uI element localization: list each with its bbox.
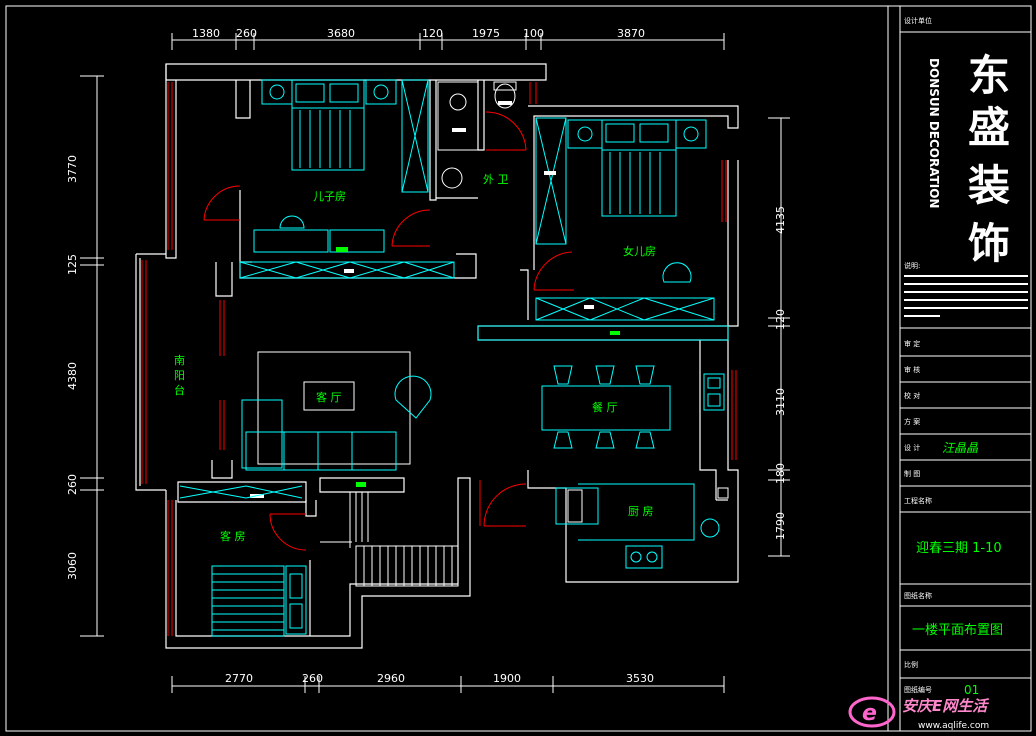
dim-right-5: 1790: [774, 512, 787, 540]
bathroom-fixtures: [437, 81, 517, 189]
brand-char-4: 饰: [968, 219, 1010, 268]
watermark-url: www.aqlife.com: [918, 721, 989, 731]
son-room-furniture: [239, 79, 455, 279]
tb-draw: 制 图: [904, 469, 920, 478]
left-dimension-line: [80, 75, 104, 637]
label-son-room: 儿子房: [313, 190, 346, 203]
bottom-dimension-line: [171, 676, 725, 693]
tb-number: 01: [964, 683, 979, 697]
tb-scale-label: 比例: [904, 660, 918, 669]
dim-top-3: 3680: [327, 27, 355, 40]
guest-room-furniture: [211, 565, 307, 637]
brand-english: DONSUN DECORATION: [927, 58, 941, 208]
tb-notes-lines: [904, 275, 1028, 317]
dim-right-3: 3110: [774, 388, 787, 416]
label-living-room: 客 厅: [316, 390, 342, 404]
dim-left-5: 3060: [66, 552, 79, 580]
label-kitchen: 厨 房: [628, 505, 654, 518]
brand-char-2: 盛: [968, 103, 1010, 152]
top-dimension-line: [171, 33, 725, 50]
tb-project-label: 工程名称: [904, 496, 932, 505]
dim-left-1: 3770: [66, 155, 79, 183]
dim-left-3: 4380: [66, 362, 79, 390]
label-dining-room: 餐 厅: [592, 400, 618, 414]
sofa: [241, 375, 432, 471]
daughter-wardrobe-tag: [544, 171, 556, 175]
drawing-frame: [5, 5, 1032, 732]
title-block: [887, 6, 1031, 731]
tb-audit: 审 核: [904, 365, 920, 374]
daughter-room-furniture: [477, 117, 729, 341]
living-cabinet-tag: [356, 482, 366, 487]
kitchen-furniture: [555, 483, 720, 569]
dim-right-1: 4135: [774, 206, 787, 234]
dim-bottom-5: 3530: [626, 672, 654, 685]
tb-drawing-label: 图纸名称: [904, 591, 932, 600]
label-balcony-1: 南: [174, 354, 185, 367]
son-room-cabinet-tag: [344, 269, 354, 273]
dim-top-4: 120: [422, 27, 443, 40]
tb-header: 设计单位: [904, 16, 932, 25]
tb-number-label: 图纸编号: [904, 685, 932, 694]
dim-bottom-2: 260: [302, 672, 323, 685]
label-daughter-room: 女儿房: [623, 244, 656, 258]
dim-top-1: 1380: [192, 27, 220, 40]
watermark-text: 安庆E网生活: [902, 697, 990, 715]
dim-right-4: 180: [774, 463, 787, 484]
right-dimension-line: [768, 117, 790, 557]
dim-top-7: 3870: [617, 27, 645, 40]
dim-top-2: 260: [236, 27, 257, 40]
watermark-logo: e: [848, 696, 896, 728]
living-room-furniture: [257, 351, 411, 465]
tb-designer: 汪晶晶: [942, 441, 979, 455]
toilet-tag: [498, 101, 512, 105]
windows: [141, 82, 737, 636]
dim-left-2: 125: [66, 254, 79, 275]
tb-check: 校 对: [904, 391, 920, 400]
label-balcony-2: 阳: [174, 369, 185, 382]
tb-scheme: 方 案: [904, 417, 920, 426]
staircase: [320, 492, 459, 587]
dim-bottom-1: 2770: [225, 672, 253, 685]
tb-project-name: 迎春三期 1-10: [916, 541, 1002, 556]
dim-top-5: 1975: [472, 27, 500, 40]
bath-tag: [452, 128, 466, 132]
brand-char-3: 装: [968, 161, 1010, 210]
daughter-cabinet-tag: [584, 305, 594, 309]
tv-cabinet: [179, 485, 303, 499]
dim-bottom-4: 1900: [493, 672, 521, 685]
dim-bottom-3: 2960: [377, 672, 405, 685]
brand-char-1: 东: [968, 51, 1010, 100]
label-bathroom: 外 卫: [483, 173, 509, 186]
dim-left-4: 260: [66, 474, 79, 495]
label-balcony-3: 台: [174, 383, 185, 397]
tb-design: 设 计: [904, 443, 920, 452]
dim-right-2: 120: [774, 309, 787, 330]
daughter-room-tag: [610, 331, 620, 335]
dim-top-6: 100: [523, 27, 544, 40]
tb-notes-label: 说明:: [904, 261, 920, 270]
doors: [203, 111, 574, 551]
kitchen-counter: [567, 487, 729, 523]
tb-review: 审 定: [904, 339, 920, 348]
dining-furniture: [541, 365, 725, 449]
label-guest-room: 客 房: [220, 529, 246, 543]
tb-drawing-name: 一楼平面布置图: [912, 623, 1003, 638]
son-room-tag: [336, 247, 348, 252]
svg-text:e: e: [862, 701, 877, 726]
